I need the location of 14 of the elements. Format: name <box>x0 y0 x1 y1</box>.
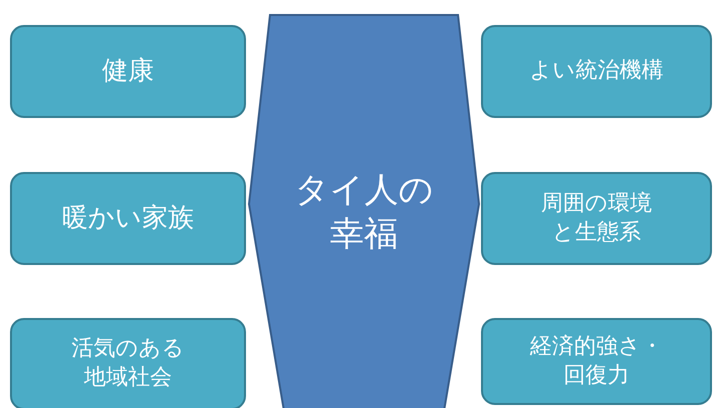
text-box <box>10 318 246 408</box>
text-box <box>10 25 246 118</box>
box-label: 暖かい家族 <box>62 202 194 235</box>
box-label: 活気のある地域社会 <box>70 335 186 392</box>
text-box <box>481 25 712 118</box>
text-box <box>481 318 712 405</box>
box-label: 経済的強さ・回復力 <box>529 332 664 390</box>
text-box <box>10 172 246 265</box>
box-label: よい統治機構 <box>530 57 664 86</box>
box-label: 周囲の環境と生態系 <box>540 190 653 246</box>
center-label: タイ人の幸福 <box>294 168 434 256</box>
hexagon <box>248 14 480 408</box>
box-label: 健康 <box>102 54 154 88</box>
text-box <box>481 172 712 265</box>
